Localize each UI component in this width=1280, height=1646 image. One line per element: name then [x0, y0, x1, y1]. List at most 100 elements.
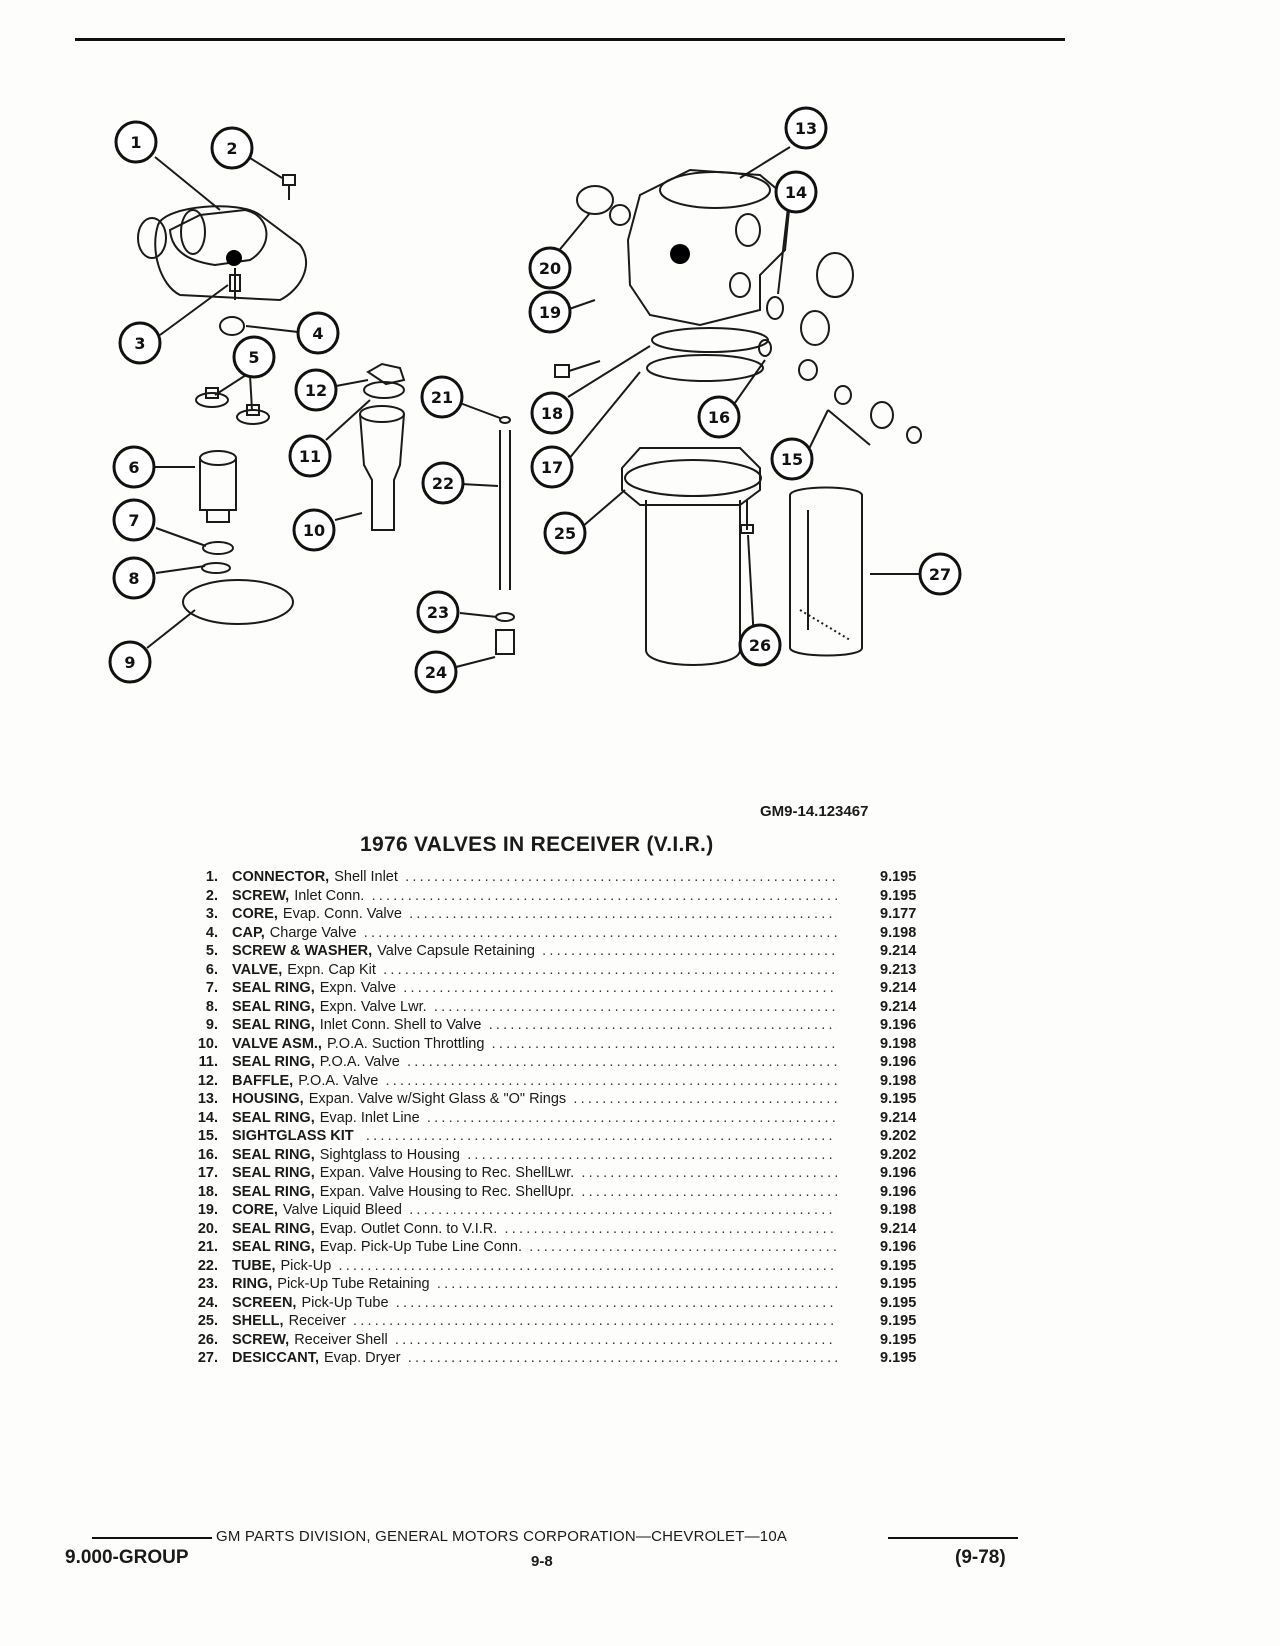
part-detail: Evap. Dryer [324, 1350, 401, 1366]
part-detail: Valve Liquid Bleed [282, 1202, 402, 1218]
part-number: 15. [197, 1128, 218, 1144]
list-item: 7.SEAL RING,Expn. Valve ................… [180, 979, 940, 998]
part-reference: 9.196 [880, 1017, 917, 1033]
list-item: 24.SCREEN,Pick-Up Tube .................… [180, 1294, 940, 1313]
part-description: SEAL RING,Sightglass to Housing ........… [232, 1146, 837, 1164]
part-name: SEAL RING, [232, 1165, 315, 1181]
part-detail: Pick-Up [280, 1257, 332, 1274]
part-name: SEAL RING, [232, 1109, 315, 1126]
part-detail: Pick-Up Tube Retaining [277, 1276, 430, 1292]
part-description: SHELL,Receiver .........................… [232, 1312, 837, 1330]
dot-leader: ........................................… [433, 998, 837, 1015]
part-description: SCREEN,Pick-Up Tube ....................… [232, 1294, 837, 1312]
callout-17: 17 [530, 445, 574, 489]
part-reference: 9.195 [880, 1294, 917, 1311]
callout-6: 6 [112, 445, 156, 489]
footer-date: (9-78) [955, 1547, 1006, 1568]
svg-text:19: 19 [539, 303, 561, 322]
part-detail: Valve Capsule Retaining [377, 943, 535, 959]
dot-leader: ........................................… [488, 1017, 837, 1033]
part-cap-drawing [219, 316, 245, 336]
list-item: 22.TUBE,Pick-Up ........................… [180, 1257, 940, 1276]
part-name: SEAL RING, [232, 1183, 315, 1200]
svg-text:21: 21 [431, 388, 453, 407]
svg-text:5: 5 [248, 348, 259, 367]
part-detail: Receiver [288, 1313, 346, 1329]
part-name: CORE, [232, 1202, 278, 1218]
svg-text:20: 20 [539, 259, 561, 278]
svg-text:13: 13 [795, 119, 817, 138]
part-detail: Expan. Valve Housing to Rec. ShellUpr. [319, 1183, 575, 1200]
callout-9: 9 [108, 640, 152, 684]
part-name: VALVE, [232, 961, 283, 978]
part-detail: Sightglass to Housing [319, 1146, 460, 1163]
part-detail: Expn. Cap Kit [287, 961, 376, 978]
footer-group: 9.000-GROUP [65, 1547, 189, 1568]
dot-leader: ........................................… [385, 1072, 838, 1089]
part-reference: 9.214 [880, 1220, 917, 1237]
part-number: 5. [205, 943, 218, 959]
part-detail: Evap. Conn. Valve [282, 906, 402, 922]
dot-leader: ........................................… [353, 1313, 837, 1329]
dot-leader: ........................................… [581, 1165, 837, 1181]
part-reference: 9.214 [880, 943, 917, 959]
svg-text:18: 18 [541, 404, 563, 423]
part-detail: Inlet Conn. Shell to Valve [319, 1017, 482, 1033]
dot-leader: ........................................… [409, 1202, 837, 1218]
part-name: BAFFLE, [232, 1072, 294, 1089]
svg-text:26: 26 [749, 636, 771, 655]
dot-leader: ........................................… [573, 1091, 837, 1107]
part-reference: 9.196 [880, 1054, 917, 1070]
part-seal-ring-9-drawing [182, 579, 294, 625]
part-number: 21. [197, 1239, 218, 1255]
dot-leader: ........................................… [371, 887, 837, 904]
list-item: 18.SEAL RING,Expan. Valve Housing to Rec… [180, 1183, 940, 1202]
list-item: 9.SEAL RING,Inlet Conn. Shell to Valve .… [180, 1016, 940, 1035]
part-reference: 9.196 [880, 1239, 917, 1255]
list-item: 11.SEAL RING,P.O.A. Valve ..............… [180, 1053, 940, 1072]
part-detail: Receiver Shell [294, 1331, 388, 1348]
part-desiccant-drawing [789, 486, 863, 657]
svg-text:17: 17 [541, 458, 563, 477]
list-item: 12.BAFFLE,P.O.A. Valve .................… [180, 1072, 940, 1091]
callout-21: 21 [420, 375, 464, 419]
callout-22: 22 [421, 461, 465, 505]
part-number: 20. [197, 1220, 218, 1237]
dot-leader: ........................................… [395, 1294, 837, 1311]
list-item: 5.SCREW & WASHER,Valve Capsule Retaining… [180, 942, 940, 961]
list-item: 20.SEAL RING,Evap. Outlet Conn. to V.I.R… [180, 1220, 940, 1239]
part-number: 27. [197, 1350, 218, 1366]
dot-leader: ........................................… [436, 1276, 837, 1292]
svg-text:1: 1 [130, 133, 141, 152]
svg-text:27: 27 [929, 565, 951, 584]
part-number: 25. [197, 1313, 218, 1329]
part-name: SEAL RING, [232, 1017, 315, 1033]
part-name: SEAL RING, [232, 1146, 315, 1163]
list-item: 17.SEAL RING,Expan. Valve Housing to Rec… [180, 1164, 940, 1183]
dot-leader: ........................................… [581, 1183, 837, 1200]
part-reference: 9.196 [880, 1165, 917, 1181]
part-reference: 9.202 [880, 1128, 917, 1144]
part-number: 26. [197, 1331, 218, 1348]
svg-text:16: 16 [708, 408, 730, 427]
top-rule [75, 38, 1065, 41]
part-reference: 9.195 [880, 1276, 917, 1292]
list-item: 15.SIGHTGLASS KIT ......................… [180, 1127, 940, 1146]
part-detail: Evap. Outlet Conn. to V.I.R. [319, 1220, 498, 1237]
part-description: DESICCANT,Evap. Dryer ..................… [232, 1349, 837, 1367]
list-item: 16.SEAL RING,Sightglass to Housing .....… [180, 1146, 940, 1165]
part-reference: 9.214 [880, 1109, 917, 1126]
footer-rule-left [92, 1537, 212, 1539]
part-core-drawing [229, 268, 241, 300]
dot-leader: ........................................… [467, 1146, 837, 1163]
part-description: BAFFLE,P.O.A. Valve ....................… [232, 1072, 837, 1090]
svg-text:15: 15 [781, 450, 803, 469]
callout-5: 5 [232, 335, 276, 379]
part-description: SEAL RING,Expan. Valve Housing to Rec. S… [232, 1164, 837, 1182]
part-valve-cap-kit-drawing [199, 450, 237, 523]
dot-leader: ........................................… [409, 906, 837, 922]
part-name: SEAL RING, [232, 1054, 315, 1070]
callout-26: 26 [738, 623, 782, 667]
part-name: CONNECTOR, [232, 869, 330, 885]
part-name: SCREW, [232, 887, 290, 904]
